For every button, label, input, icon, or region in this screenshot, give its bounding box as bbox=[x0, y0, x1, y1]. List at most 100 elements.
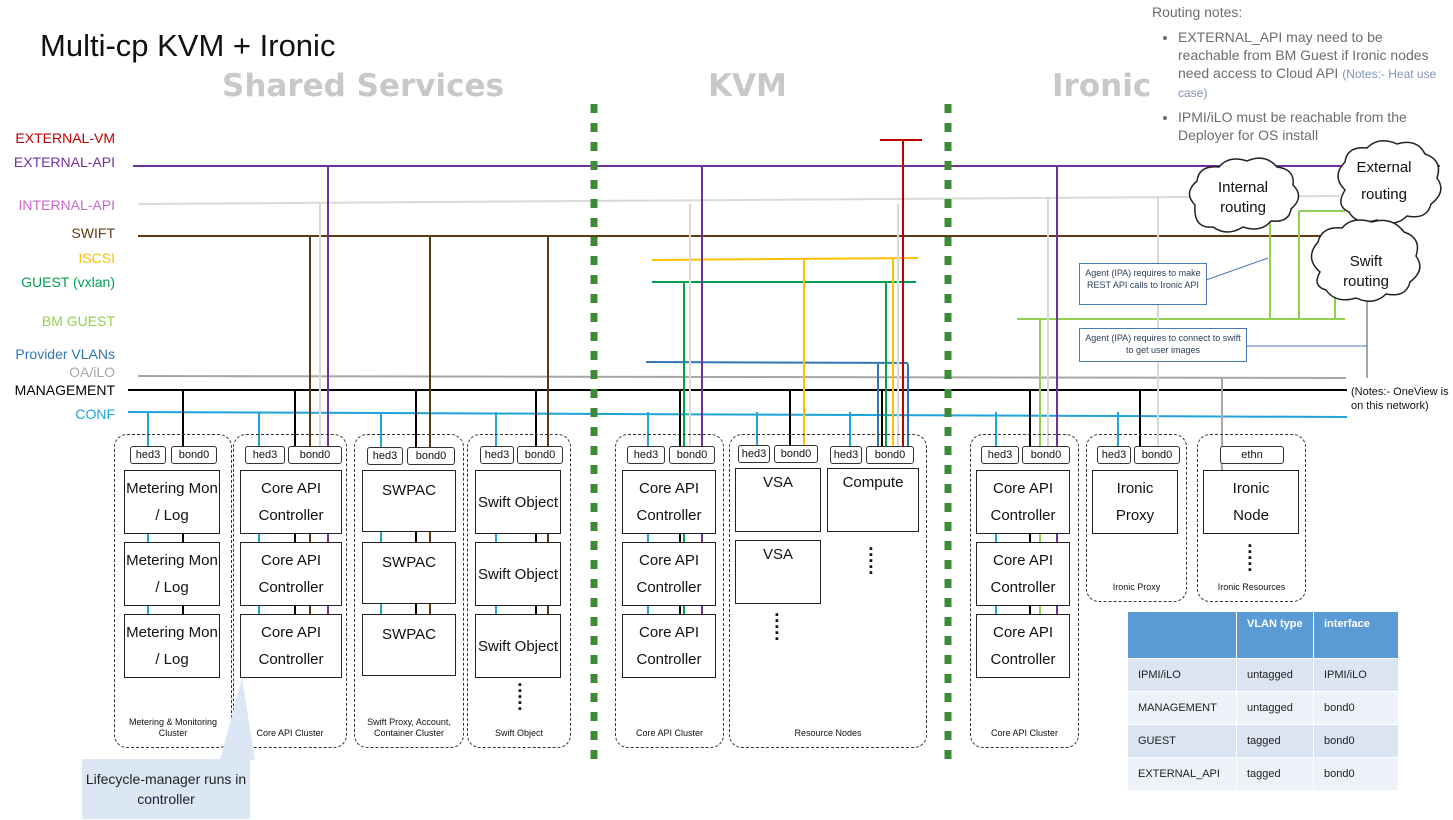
table-cell: EXTERNAL_API bbox=[1127, 757, 1237, 791]
routing-note-2: IPMI/iLO must be reachable from the Depl… bbox=[1178, 108, 1442, 144]
external-routing-label: External routing bbox=[1356, 159, 1412, 203]
swift-routing-label: Swift routing bbox=[1343, 253, 1389, 290]
node-swift-object: Swift Object bbox=[475, 470, 561, 534]
internal-api-bus bbox=[137, 195, 1341, 205]
nic-bond0: bond0 bbox=[1134, 446, 1180, 464]
node-core-api-controller: Core API Controller bbox=[240, 614, 342, 678]
nic-hed3: hed3 bbox=[367, 447, 403, 465]
ellipsis-icon: ▪▪▪▪▪ bbox=[1248, 540, 1252, 576]
node-core-api-controller: Core API Controller bbox=[622, 614, 716, 678]
node-core-api-controller: Core API Controller bbox=[976, 614, 1070, 678]
nic-hed3: hed3 bbox=[480, 446, 514, 464]
node-metering: Metering Mon / Log bbox=[124, 470, 220, 534]
nic-bond0: bond0 bbox=[407, 447, 455, 465]
callout-rest-api: Agent (IPA) requires to make REST API ca… bbox=[1079, 263, 1207, 305]
cluster-label: Swift Object bbox=[494, 728, 543, 738]
cluster-label: Ironic Resources bbox=[1217, 582, 1286, 592]
management-note: (Notes:- OneView is on this network) bbox=[1351, 386, 1449, 412]
routing-notes: Routing notes: EXTERNAL_API may need to … bbox=[1152, 4, 1442, 150]
ellipsis-icon: ▪▪▪▪▪ bbox=[518, 679, 522, 715]
internal-routing-cloud bbox=[1188, 157, 1300, 233]
cluster-label: Swift Proxy, Account, Container Cluster bbox=[367, 717, 451, 738]
lifecycle-callout-pointer bbox=[220, 678, 255, 760]
table-row: MANAGEMENT untagged bond0 bbox=[1127, 691, 1399, 725]
cluster-core-api-shared: Core API Cluster bbox=[233, 434, 347, 748]
section-shared-services: Shared Services bbox=[222, 68, 504, 104]
node-swpac: SWPAC bbox=[362, 470, 456, 532]
table-cell: GUEST bbox=[1127, 724, 1237, 758]
table-row: IPMI/iLO untagged IPMI/iLO bbox=[1127, 658, 1399, 692]
provider-vlans-bus bbox=[645, 361, 909, 364]
label-bm-guest: BM GUEST bbox=[41, 313, 115, 329]
node-metering: Metering Mon / Log bbox=[124, 542, 220, 606]
label-management: MANAGEMENT bbox=[14, 382, 115, 398]
table-header bbox=[1127, 611, 1237, 659]
node-swpac: SWPAC bbox=[362, 542, 456, 604]
node-core-api-controller: Core API Controller bbox=[976, 542, 1070, 606]
nic-hed3: hed3 bbox=[245, 446, 285, 464]
table-row: EXTERNAL_API tagged bond0 bbox=[1127, 757, 1399, 791]
nic-bond0: bond0 bbox=[1022, 446, 1070, 464]
table-header-row: VLAN type interface bbox=[1127, 611, 1399, 659]
table-cell: IPMI/iLO bbox=[1127, 658, 1237, 692]
nic-hed3: hed3 bbox=[738, 445, 770, 463]
cluster-ironic-proxy: Ironic Proxy bbox=[1086, 434, 1187, 602]
routing-notes-heading: Routing notes: bbox=[1152, 4, 1243, 20]
cluster-swift-object: Swift Object bbox=[467, 434, 571, 748]
node-core-api-controller: Core API Controller bbox=[622, 542, 716, 606]
cluster-ironic-resources: Ironic Resources bbox=[1197, 434, 1306, 602]
cluster-core-api-ironic: Core API Cluster bbox=[970, 434, 1079, 748]
node-core-api-controller: Core API Controller bbox=[240, 470, 342, 534]
nic-hed3: hed3 bbox=[130, 446, 166, 464]
table-cell: untagged bbox=[1236, 691, 1314, 725]
nic-hed3: hed3 bbox=[830, 446, 862, 464]
nic-bond0: bond0 bbox=[171, 446, 217, 464]
page-title: Multi-cp KVM + Ironic bbox=[40, 28, 336, 63]
iscsi-bus bbox=[651, 257, 919, 261]
node-metering: Metering Mon / Log bbox=[124, 614, 220, 678]
table-cell: bond0 bbox=[1313, 724, 1399, 758]
cluster-label: Resource Nodes bbox=[794, 728, 862, 738]
label-internal-api: INTERNAL-API bbox=[18, 197, 115, 213]
nic-bond0: bond0 bbox=[774, 445, 818, 463]
table-cell: tagged bbox=[1236, 724, 1314, 758]
node-ironic-proxy: Ironic Proxy bbox=[1092, 470, 1178, 534]
ellipsis-icon: ▪▪▪▪▪ bbox=[869, 543, 873, 579]
cluster-label: Core API Cluster bbox=[256, 728, 324, 738]
node-core-api-controller: Core API Controller bbox=[240, 542, 342, 606]
table-cell: bond0 bbox=[1313, 691, 1399, 725]
table-cell: untagged bbox=[1236, 658, 1314, 692]
cluster-core-api-kvm: Core API Cluster bbox=[615, 434, 724, 748]
label-external-vm: EXTERNAL-VM bbox=[15, 130, 115, 146]
table-cell: bond0 bbox=[1313, 757, 1399, 791]
table-header: VLAN type bbox=[1236, 611, 1314, 659]
label-conf: CONF bbox=[75, 406, 115, 422]
label-iscsi: ISCSI bbox=[78, 250, 115, 266]
node-core-api-controller: Core API Controller bbox=[976, 470, 1070, 534]
ellipsis-icon: ▪▪▪▪▪ bbox=[775, 609, 779, 645]
cluster-swpac: Swift Proxy, Account, Container Cluster bbox=[354, 434, 464, 748]
node-compute: Compute bbox=[827, 468, 919, 532]
cluster-metering: Metering & Monitoring Cluster bbox=[114, 434, 232, 748]
lifecycle-manager-note: Lifecycle-manager runs in controller bbox=[82, 759, 250, 819]
label-swift: SWIFT bbox=[71, 225, 115, 241]
label-guest: GUEST (vxlan) bbox=[21, 274, 115, 290]
cluster-label: Metering & Monitoring Cluster bbox=[128, 717, 218, 738]
node-core-api-controller: Core API Controller bbox=[622, 470, 716, 534]
table-row: GUEST tagged bond0 bbox=[1127, 724, 1399, 758]
nic-bond0: bond0 bbox=[866, 446, 914, 464]
node-vsa: VSA bbox=[735, 468, 821, 532]
cluster-resource-nodes: Resource Nodes bbox=[729, 434, 927, 748]
swift-routing-cloud bbox=[1310, 219, 1421, 302]
nic-hed3: hed3 bbox=[1097, 446, 1131, 464]
table-header: interface bbox=[1313, 611, 1399, 659]
table-cell: tagged bbox=[1236, 757, 1314, 791]
nic-hed3: hed3 bbox=[627, 446, 665, 464]
conf-bus bbox=[127, 411, 1348, 418]
node-swift-object: Swift Object bbox=[475, 614, 561, 678]
oa-ilo-bus bbox=[137, 375, 1347, 379]
nic-hed3: hed3 bbox=[981, 446, 1019, 464]
nic-bond0: bond0 bbox=[669, 446, 715, 464]
